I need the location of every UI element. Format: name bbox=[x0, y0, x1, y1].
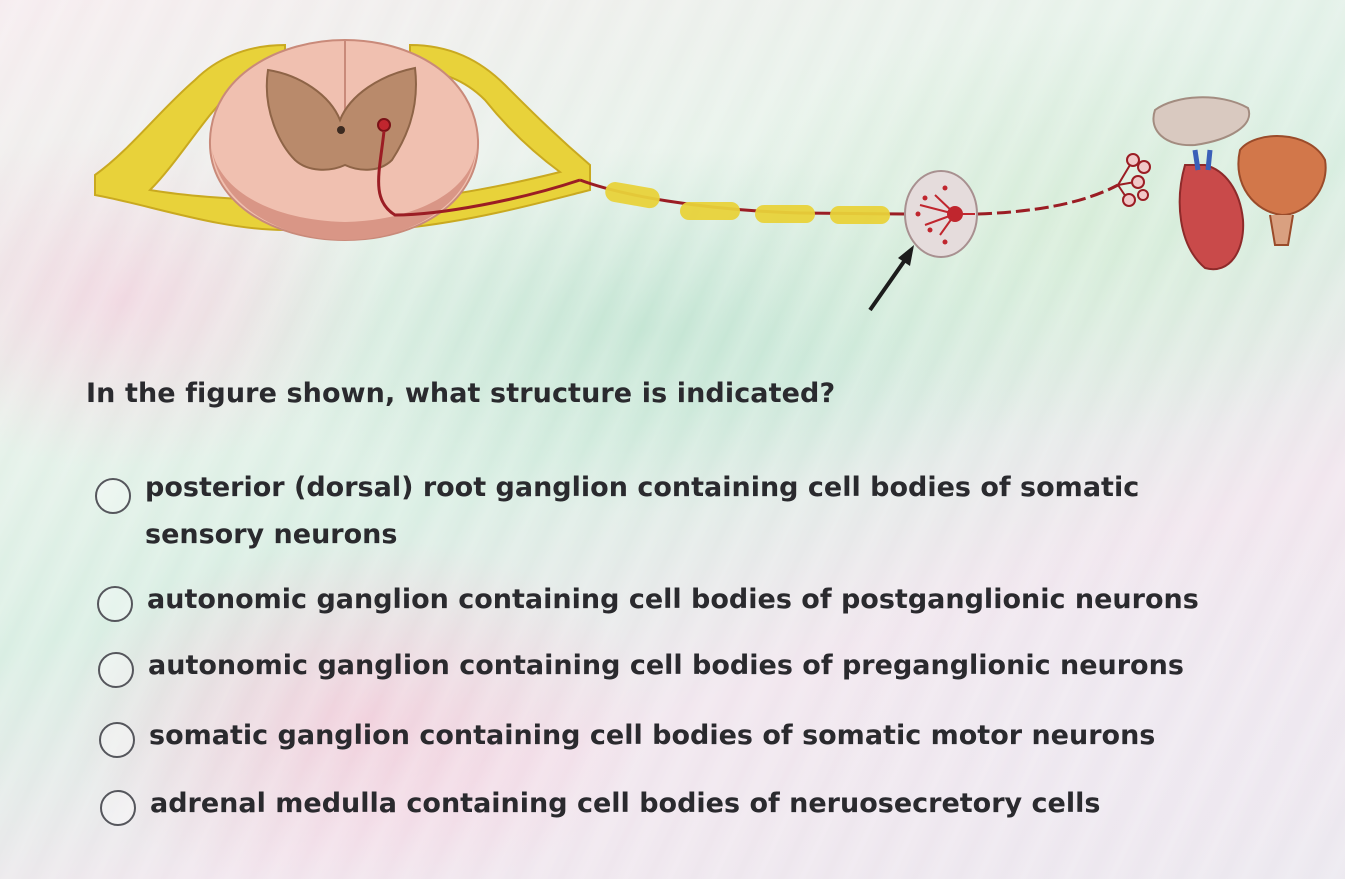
answer-option-1[interactable]: posterior (dorsal) root ganglion contain… bbox=[95, 472, 1235, 558]
radio-button[interactable] bbox=[95, 478, 131, 514]
radio-button[interactable] bbox=[97, 586, 133, 622]
ganglion-icon bbox=[904, 170, 978, 258]
option-label: adrenal medulla containing cell bodies o… bbox=[150, 788, 1101, 819]
option-label: autonomic ganglion containing cell bodie… bbox=[147, 584, 1199, 615]
option-label: autonomic ganglion containing cell bodie… bbox=[148, 650, 1184, 681]
arrow-icon bbox=[868, 245, 914, 312]
bladder-icon bbox=[1237, 135, 1327, 246]
question-text: In the figure shown, what structure is i… bbox=[86, 378, 836, 409]
postganglionic-fiber bbox=[977, 183, 1119, 216]
answer-option-3[interactable]: autonomic ganglion containing cell bodie… bbox=[98, 650, 1184, 689]
option-label: somatic ganglion containing cell bodies … bbox=[149, 720, 1156, 751]
stomach-icon bbox=[1152, 96, 1251, 147]
answer-option-5[interactable]: adrenal medulla containing cell bodies o… bbox=[100, 788, 1100, 827]
spinal-cord-icon bbox=[94, 38, 591, 242]
preganglionic-fiber bbox=[579, 178, 906, 224]
answer-option-2[interactable]: autonomic ganglion containing cell bodie… bbox=[97, 584, 1199, 623]
radio-button[interactable] bbox=[98, 652, 134, 688]
gland-icon bbox=[1117, 153, 1151, 207]
autonomic-pathway-figure bbox=[94, 38, 1327, 312]
answer-option-4[interactable]: somatic ganglion containing cell bodies … bbox=[99, 720, 1155, 759]
radio-button[interactable] bbox=[100, 790, 136, 826]
heart-icon bbox=[1178, 149, 1245, 271]
option-label: posterior (dorsal) root ganglion contain… bbox=[145, 472, 1140, 550]
radio-button[interactable] bbox=[99, 722, 135, 758]
